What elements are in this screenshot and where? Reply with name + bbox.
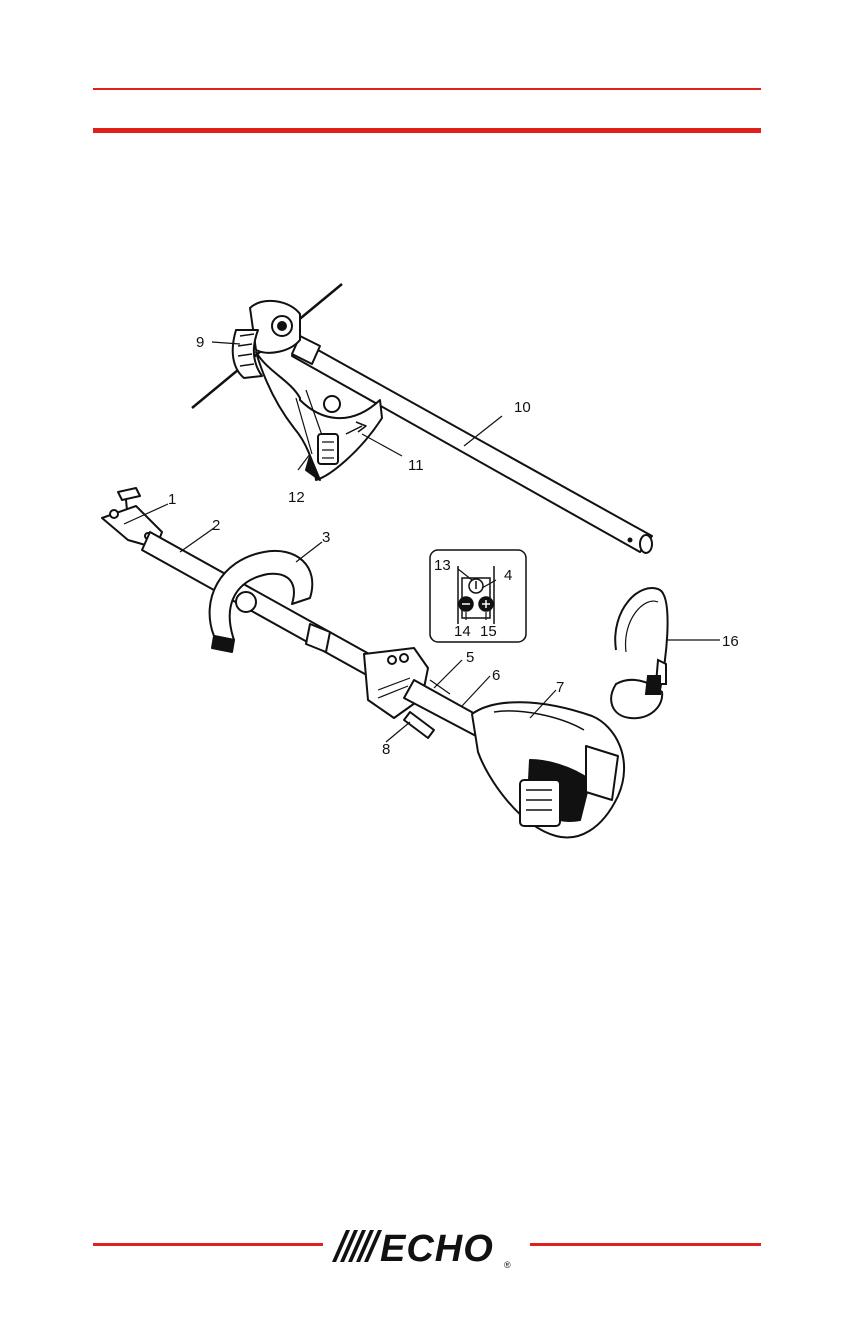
callout-15: 15 bbox=[480, 623, 497, 640]
power-head-assembly bbox=[102, 488, 624, 837]
footer-rule-left bbox=[93, 1243, 323, 1246]
plus-icon bbox=[479, 597, 493, 611]
callout-14: 14 bbox=[454, 623, 471, 640]
minus-icon bbox=[459, 597, 473, 611]
callout-13: 13 bbox=[434, 557, 451, 574]
callout-2: 2 bbox=[212, 517, 220, 534]
callout-9: 9 bbox=[196, 334, 204, 351]
trimmer-attachment bbox=[192, 284, 652, 553]
callout-1: 1 bbox=[168, 491, 176, 508]
callout-8: 8 bbox=[382, 741, 390, 758]
callout-3: 3 bbox=[322, 529, 330, 546]
callout-12: 12 bbox=[288, 489, 305, 506]
echo-logo: ECHO ® bbox=[322, 1224, 532, 1270]
callout-5: 5 bbox=[466, 649, 474, 666]
footer-rule-right bbox=[530, 1243, 761, 1246]
callout-7: 7 bbox=[556, 679, 564, 696]
callout-10: 10 bbox=[514, 399, 531, 416]
registered-mark: ® bbox=[504, 1260, 511, 1270]
callout-11: 11 bbox=[408, 457, 424, 474]
callout-16: 16 bbox=[722, 633, 739, 650]
power-icon bbox=[469, 579, 483, 593]
brand-wordmark: ECHO bbox=[380, 1228, 494, 1270]
shoulder-strap bbox=[611, 588, 667, 718]
callout-6: 6 bbox=[492, 667, 500, 684]
callout-4: 4 bbox=[504, 567, 512, 584]
